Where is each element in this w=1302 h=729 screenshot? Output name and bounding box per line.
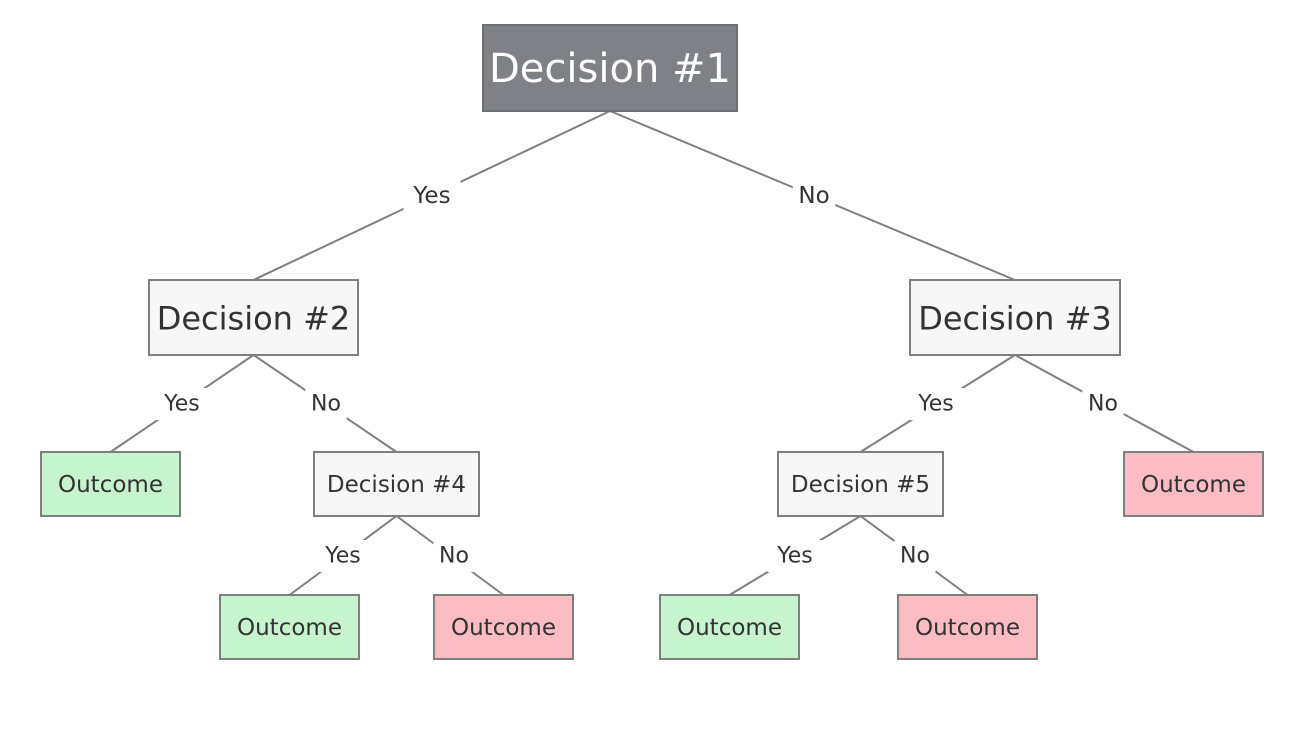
edge-label-bg — [403, 179, 461, 213]
edge-label-bg — [908, 388, 964, 420]
node-label: Outcome — [1141, 472, 1246, 498]
edge-label-no: No — [798, 183, 829, 209]
edge-label-bg — [433, 540, 475, 572]
node-box — [482, 24, 738, 112]
node-box — [909, 279, 1121, 356]
edge-label-yes: Yes — [324, 544, 361, 569]
node-box — [433, 594, 574, 660]
edge-label-no: No — [1088, 392, 1118, 417]
edge-label-no: No — [900, 544, 930, 569]
node-box — [777, 451, 944, 517]
edge-label-bg — [767, 540, 823, 572]
decision-node-d5: Decision #5 — [777, 451, 944, 517]
node-label: Outcome — [677, 615, 782, 641]
edge-label-no: No — [439, 544, 469, 569]
node-box — [219, 594, 360, 660]
node-label: Outcome — [451, 615, 556, 641]
node-box — [897, 594, 1038, 660]
outcome-node-o3: Outcome — [219, 594, 360, 660]
outcome-node-o5: Outcome — [659, 594, 800, 660]
edge-label-yes: Yes — [776, 544, 813, 569]
outcome-node-o1: Outcome — [40, 451, 181, 517]
edge-label-bg — [315, 540, 371, 572]
edge-label-yes: Yes — [163, 392, 200, 417]
node-box — [40, 451, 181, 517]
node-box — [659, 594, 800, 660]
edge-label-bg — [154, 388, 210, 420]
node-box — [313, 451, 480, 517]
decision-node-d2: Decision #2 — [148, 279, 359, 356]
node-label: Outcome — [237, 615, 342, 641]
outcome-node-o4: Outcome — [433, 594, 574, 660]
node-label: Decision #4 — [327, 472, 466, 498]
node-label: Outcome — [915, 615, 1020, 641]
decision-node-d4: Decision #4 — [313, 451, 480, 517]
node-box — [1123, 451, 1264, 517]
node-label: Decision #5 — [791, 472, 930, 498]
edge-label-no: No — [311, 392, 341, 417]
node-label: Decision #2 — [157, 300, 351, 338]
decision-node-d1: Decision #1 — [482, 24, 738, 112]
decision-node-d3: Decision #3 — [909, 279, 1121, 356]
node-box — [148, 279, 359, 356]
edge-label-bg — [792, 179, 836, 213]
nodes-layer: Decision #1 Decision #2 Decision #3 Outcome… — [40, 24, 1264, 660]
node-label: Outcome — [58, 472, 163, 498]
outcome-node-o2: Outcome — [1123, 451, 1264, 517]
node-label: Decision #3 — [918, 300, 1112, 338]
edge-label-yes: Yes — [412, 183, 450, 209]
edge-label-yes: Yes — [917, 392, 954, 417]
edge-label-bg — [305, 388, 347, 420]
node-label: Decision #1 — [489, 46, 731, 92]
edge-label-bg — [894, 540, 936, 572]
outcome-node-o6: Outcome — [897, 594, 1038, 660]
edge-label-bg — [1082, 388, 1124, 420]
